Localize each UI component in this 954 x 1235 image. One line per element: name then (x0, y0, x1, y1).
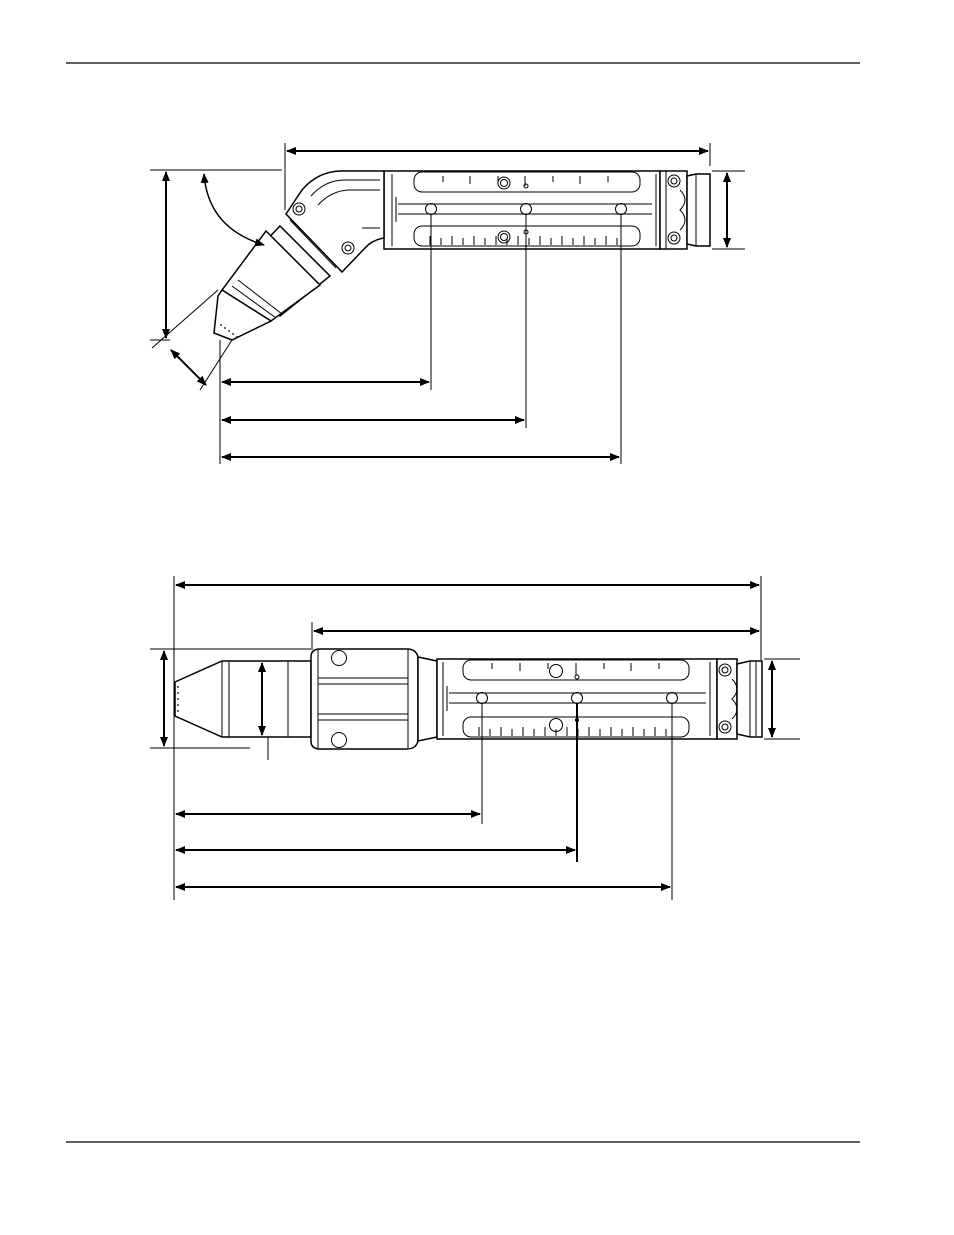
torch-end-cap-straight (716, 658, 763, 740)
torch-handle-straight (436, 658, 718, 740)
scale-ticks-lower (429, 236, 618, 245)
nozzle-dots (220, 324, 238, 338)
torch-barrel-angled (213, 224, 332, 341)
torch-front-body (310, 648, 438, 750)
torch-neck-bend (285, 170, 385, 274)
dimensions-fig1 (150, 143, 745, 464)
torch-nozzle-straight (174, 660, 312, 738)
nozzle-dots-straight (177, 686, 179, 712)
dim-nozzle-diameter (170, 349, 207, 386)
scale-ticks-lower-straight (478, 727, 667, 736)
dim-angle-arc (200, 173, 265, 247)
torch-handle (383, 170, 661, 250)
scale-ticks-upper-straight (491, 663, 660, 675)
figure-torch-straight (150, 576, 800, 900)
dimensions-fig2 (150, 576, 800, 900)
figure-torch-45-degree (150, 143, 745, 464)
scale-ticks-upper (442, 176, 609, 186)
torch-end-cap (659, 170, 711, 250)
